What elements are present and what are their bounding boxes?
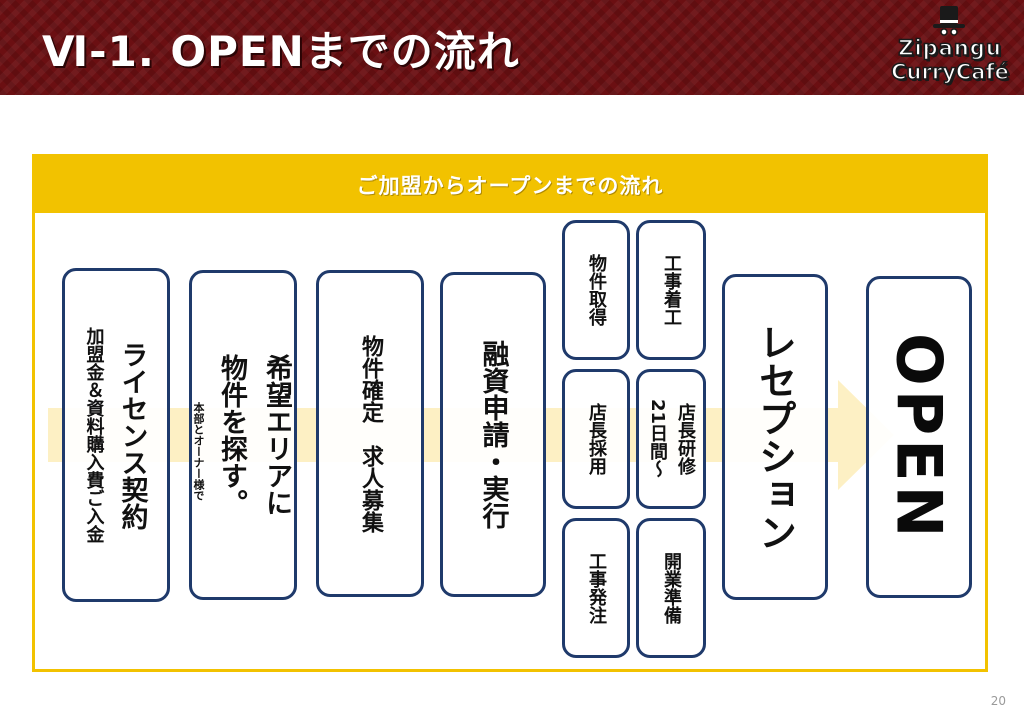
step-reception: レセプション <box>722 274 828 600</box>
step-main-label: ライセンス契約 <box>116 340 148 530</box>
step-open: OPEN <box>866 276 972 598</box>
grid-label: 工事発注 <box>586 552 607 624</box>
step-property-recruit: 物件確定 求人募集 <box>316 270 424 597</box>
step-sub-label: 物件を探す。 <box>216 354 247 516</box>
step-main-label: 希望エリアに <box>261 354 292 516</box>
grid-construction-start: 工事着工 <box>636 220 706 360</box>
grid-label: 工事着工 <box>661 254 682 326</box>
slide-header: Ⅵ-1. OPENまでの流れ Zipangu CurryCafé <box>0 0 1024 95</box>
grid-label: 店長研修 <box>675 403 696 475</box>
page-title: Ⅵ-1. OPENまでの流れ <box>42 27 520 76</box>
logo-line-1: Zipangu <box>897 35 1002 61</box>
step-financing: 融資申請・実行 <box>440 272 546 597</box>
logo-line-2: CurryCafé <box>890 59 1009 85</box>
brand-logo: Zipangu CurryCafé <box>884 6 1016 90</box>
top-hat-icon <box>933 6 965 36</box>
grid-manager-training: 店長研修 21日間～ <box>636 369 706 509</box>
grid-opening-prep: 開業準備 <box>636 518 706 658</box>
step-sub-label: 加盟金＆資料購入費ご入金 <box>83 327 105 543</box>
open-label: OPEN <box>882 332 956 542</box>
page-number: 20 <box>990 694 1006 708</box>
step-area-search: 希望エリアに 物件を探す。 本部とオーナー様で <box>189 270 297 600</box>
grid-construction-order: 工事発注 <box>562 518 630 658</box>
step-main-label: 融資申請・実行 <box>477 340 509 529</box>
grid-manager-hire: 店長採用 <box>562 369 630 509</box>
grid-property-acquire: 物件取得 <box>562 220 630 360</box>
grid-label: 開業準備 <box>661 552 682 624</box>
step-license-contract: ライセンス契約 加盟金＆資料購入費ご入金 <box>62 268 170 602</box>
grid-label: 店長採用 <box>586 403 607 475</box>
grid-sub-label: 21日間～ <box>647 399 668 479</box>
step-note: 本部とオーナー様で <box>192 402 205 501</box>
flow-heading-band: ご加盟からオープンまでの流れ <box>35 157 985 213</box>
flow-heading: ご加盟からオープンまでの流れ <box>356 174 664 198</box>
grid-label: 物件取得 <box>586 254 607 326</box>
step-main-label: 物件確定 求人募集 <box>358 334 383 533</box>
reception-label: レセプション <box>752 323 797 551</box>
